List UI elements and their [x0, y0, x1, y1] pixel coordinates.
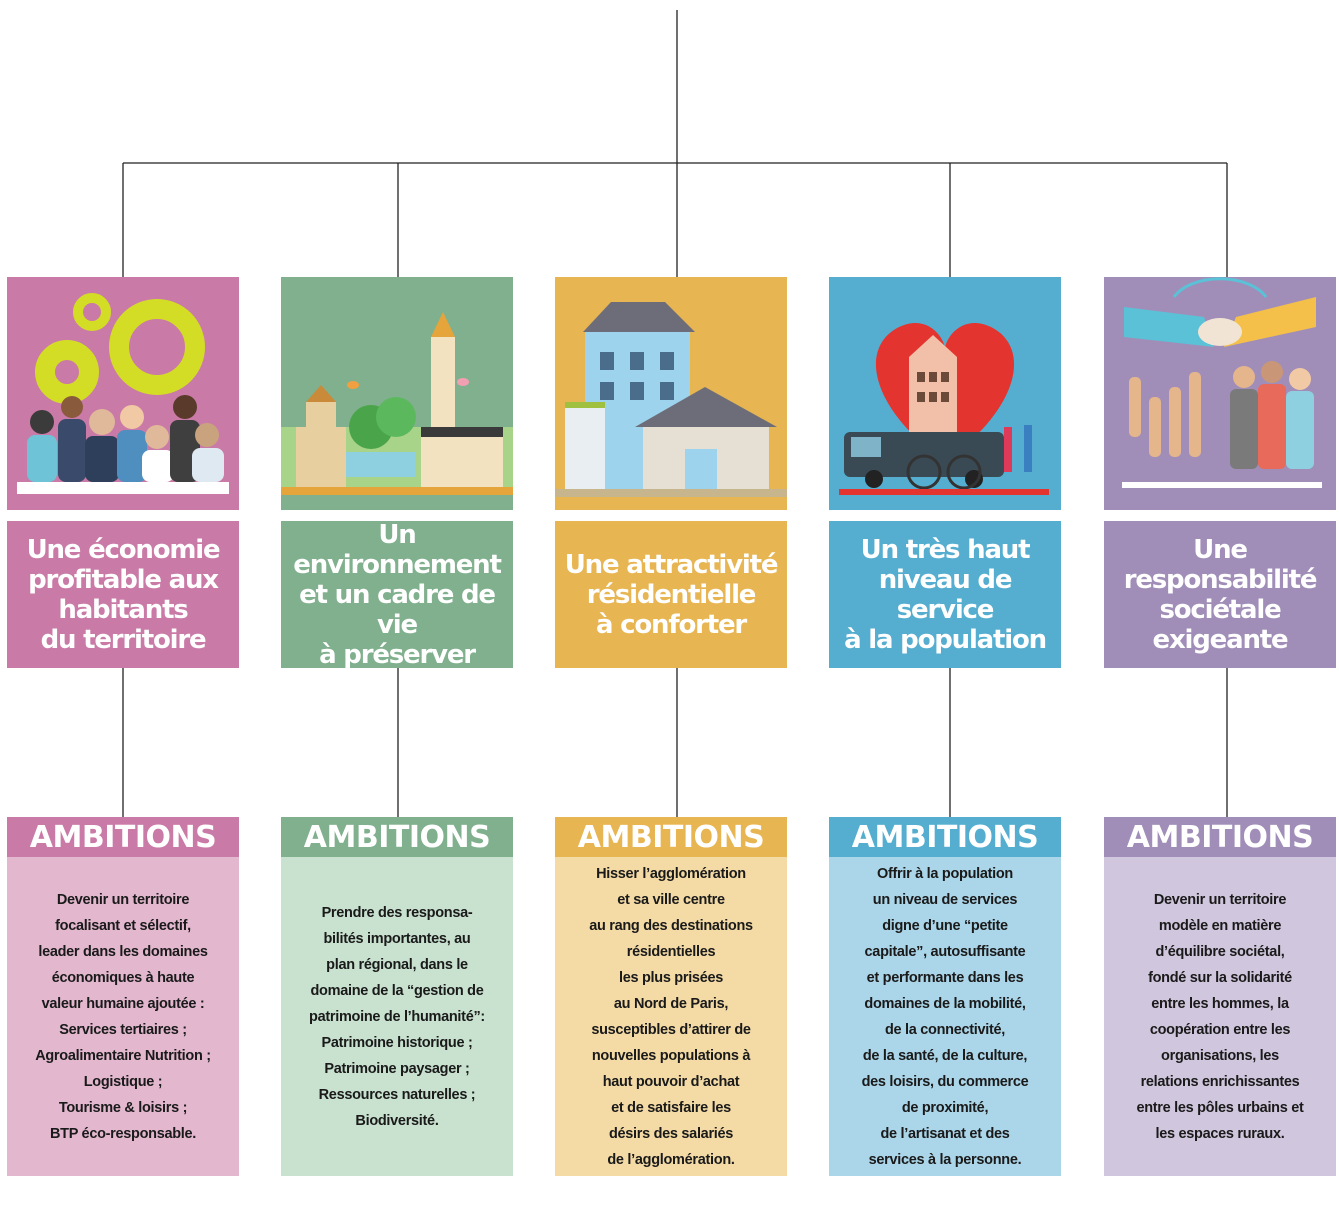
ambitions-header: AMBITIONS: [829, 817, 1061, 857]
handshake-hands-icon: [1104, 277, 1336, 510]
ambitions-header: AMBITIONS: [7, 817, 239, 857]
pillar-economie: Une économie profitable aux habitants du…: [7, 0, 239, 1205]
ambitions-box: Devenir un territoire modèle en matière …: [1104, 857, 1336, 1176]
city-heritage-icon: [281, 277, 513, 510]
ambitions-text: Devenir un territoire modèle en matière …: [1136, 891, 1304, 1142]
pillar-title: Un environnement et un cadre de vie à pr…: [281, 520, 513, 670]
ambitions-box: Offrir à la population un niveau de serv…: [829, 857, 1061, 1176]
ambitions-text: Offrir à la population un niveau de serv…: [861, 865, 1029, 1168]
heart-city-services-icon: [829, 277, 1061, 510]
pillar-service: Un très haut niveau de service à la popu…: [829, 0, 1061, 1205]
gears-people-icon: [7, 277, 239, 510]
ambitions-box: Prendre des responsa- bilités importante…: [281, 857, 513, 1176]
pillar-title: Une attractivité résidentielle à confort…: [555, 521, 787, 668]
residential-buildings-icon: [555, 277, 787, 510]
ambitions-header: AMBITIONS: [281, 817, 513, 857]
ambitions-text: Hisser l’agglomération et sa ville centr…: [589, 865, 753, 1168]
pillar-title: Un très haut niveau de service à la popu…: [829, 521, 1061, 668]
pillar-title: Une économie profitable aux habitants du…: [7, 521, 239, 668]
pillar-responsabilite: Une responsabilité sociétale exigeante A…: [1104, 0, 1336, 1205]
ambitions-box: Hisser l’agglomération et sa ville centr…: [555, 857, 787, 1176]
pillar-attractivite: Une attractivité résidentielle à confort…: [555, 0, 787, 1205]
ambitions-header: AMBITIONS: [1104, 817, 1336, 857]
pillar-environnement: Un environnement et un cadre de vie à pr…: [281, 0, 513, 1205]
ambitions-text: Prendre des responsa- bilités importante…: [309, 904, 485, 1129]
ambitions-text: Devenir un territoire focalisant et séle…: [35, 891, 211, 1142]
ambitions-box: Devenir un territoire focalisant et séle…: [7, 857, 239, 1176]
pillar-title: Une responsabilité sociétale exigeante: [1104, 521, 1336, 668]
ambitions-header: AMBITIONS: [555, 817, 787, 857]
